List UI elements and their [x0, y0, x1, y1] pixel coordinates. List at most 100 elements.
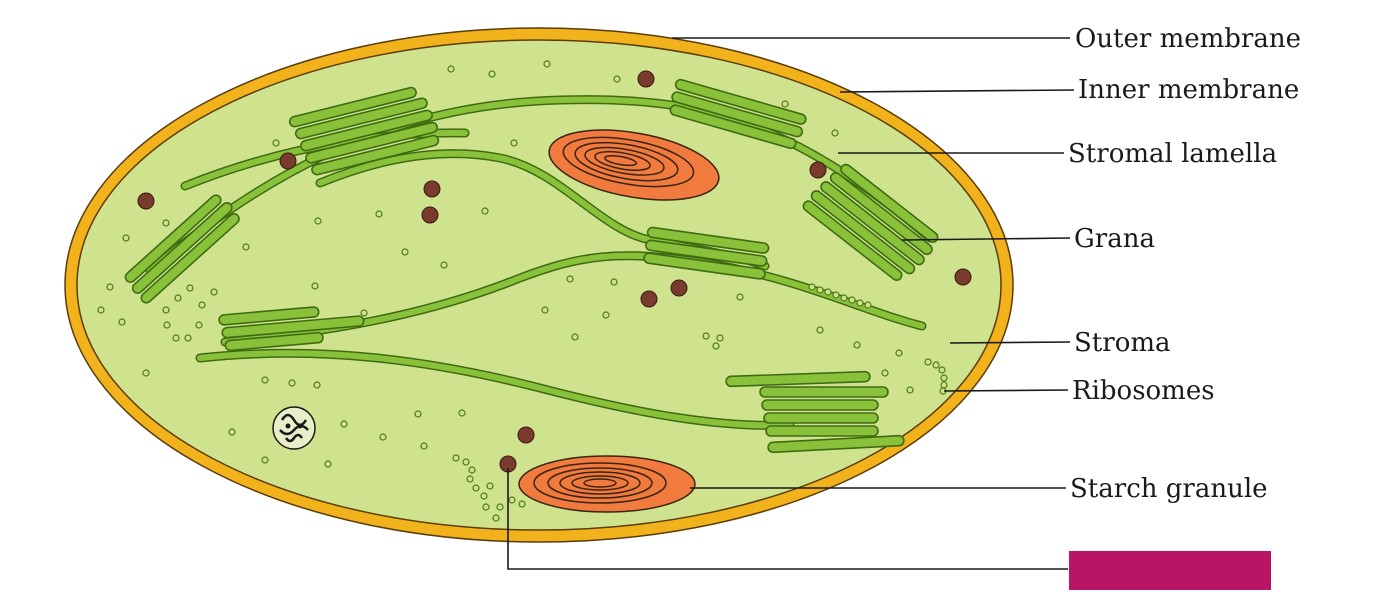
granum-bottom-right — [725, 370, 905, 454]
ribosome-dot — [856, 299, 864, 307]
ribosome-dot — [848, 296, 856, 304]
ribosome-dot — [288, 379, 296, 387]
ribosome-dot — [602, 311, 610, 319]
ribosome-dot — [97, 306, 105, 314]
ribosome-dot — [881, 369, 889, 377]
ribosome-dot — [938, 366, 946, 374]
ribosome-dot — [311, 282, 319, 290]
ribosome-dot — [440, 261, 448, 269]
ribosome-dot — [571, 333, 579, 341]
ribosome-dot — [518, 500, 526, 508]
granum-right — [802, 163, 939, 281]
leader-lines — [507, 37, 1075, 570]
ribosome-dot — [324, 460, 332, 468]
ribosome-dot — [543, 60, 551, 68]
plastoglobules — [137, 70, 972, 473]
ribosome-dot — [272, 139, 280, 147]
label-outer-membrane: Outer membrane — [1075, 24, 1301, 54]
label-starch-granule: Starch granule — [1070, 474, 1268, 504]
ribosome-dot — [228, 428, 236, 436]
ribosome-dot — [375, 210, 383, 218]
ribosome-dot — [940, 374, 948, 382]
ribosome-dot — [186, 284, 194, 292]
ribosome-dot — [488, 70, 496, 78]
ribosome-dot — [613, 75, 621, 83]
ribosome-dot — [481, 207, 489, 215]
leader-stroma — [949, 341, 1071, 344]
granum-top-left — [288, 86, 440, 176]
ribosome-dot — [462, 458, 470, 466]
ribosome-dot — [472, 484, 480, 492]
leader-unlabeled — [507, 468, 1068, 570]
starch-granule-top — [548, 129, 720, 201]
ribosome-dot — [492, 514, 500, 522]
ribosome-dot — [172, 334, 180, 342]
ribosome-dot — [940, 381, 948, 389]
ribosome-dot — [162, 306, 170, 314]
leader-inner-membrane — [839, 89, 1075, 93]
ribosome-dot — [340, 420, 348, 428]
ribosome-dot — [184, 334, 192, 342]
ribosome-dot — [414, 410, 422, 418]
ribosome-dot — [118, 318, 126, 326]
ribosome-dot — [541, 306, 549, 314]
label-stromal-lamella: Stromal lamella — [1068, 139, 1277, 169]
ribosome-dot — [162, 219, 170, 227]
ribosome-dot — [210, 288, 218, 296]
ribosome-dot — [712, 342, 720, 350]
ribosome-dot — [508, 496, 516, 504]
ribosome-dot — [195, 321, 203, 329]
ribosome-dot — [242, 243, 250, 251]
granum-center — [643, 226, 770, 280]
ribosome-dot — [106, 283, 114, 291]
ribosome-dot — [142, 369, 150, 377]
ribosome-dot — [486, 482, 494, 490]
ribosome-dot — [808, 283, 816, 291]
ribosome-dot — [816, 286, 824, 294]
ribosomes — [97, 60, 948, 522]
ribosome-dot — [824, 288, 832, 296]
ribosome-dot — [702, 332, 710, 340]
label-ribosomes: Ribosomes — [1072, 376, 1215, 406]
ribosome-dot — [261, 376, 269, 384]
starch-granule-bottom — [518, 455, 696, 513]
ribosome-dot — [122, 234, 130, 242]
nucleoid-dna — [272, 406, 316, 450]
ribosome-dot — [420, 442, 428, 450]
ribosome-dot — [496, 503, 504, 511]
ribosome-dot — [401, 248, 409, 256]
ribosome-dot — [314, 217, 322, 225]
leader-ribosomes — [943, 389, 1069, 392]
label-grana: Grana — [1074, 224, 1155, 254]
granum-left — [124, 194, 240, 304]
ribosome-dot — [480, 492, 488, 500]
ribosome-dot — [864, 301, 872, 309]
ribosome-dot — [895, 349, 903, 357]
ribosome-dot — [832, 291, 840, 299]
ribosome-dot — [163, 321, 171, 329]
leader-grana — [901, 237, 1071, 241]
ribosome-dot — [174, 294, 182, 302]
ribosome-dot — [736, 293, 744, 301]
granum-top-right — [669, 78, 807, 150]
ribosome-dot — [313, 381, 321, 389]
ribosome-dot — [482, 503, 490, 511]
ribosome-dot — [261, 456, 269, 464]
ribosome-dot — [360, 309, 368, 317]
stroma-region — [76, 39, 1002, 531]
answer-box[interactable] — [1069, 551, 1271, 590]
ribosome-dot — [831, 129, 839, 137]
ribosome-dot — [610, 278, 618, 286]
label-inner-membrane: Inner membrane — [1078, 75, 1299, 105]
ribosome-dot — [566, 275, 574, 283]
ribosome-dot — [781, 100, 789, 108]
ribosome-dot — [452, 454, 460, 462]
ribosome-dot — [379, 433, 387, 441]
ribosome-dot — [198, 301, 206, 309]
ribosome-dot — [840, 294, 848, 302]
ribosome-dot — [468, 466, 476, 474]
granum-middle-left — [218, 306, 365, 352]
ribosome-dot — [932, 361, 940, 369]
ribosome-dot — [853, 341, 861, 349]
